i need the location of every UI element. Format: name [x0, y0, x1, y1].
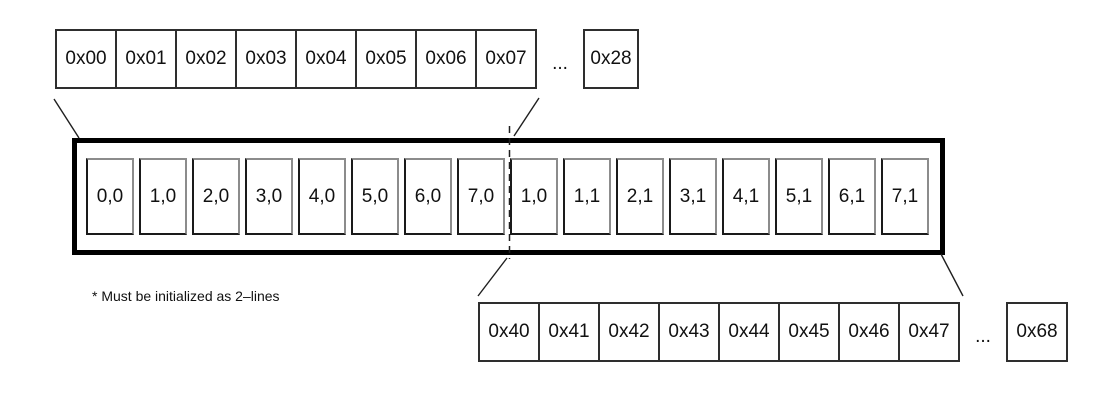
buffer-cell: 1,0 [510, 158, 558, 235]
address-cell: 0x05 [355, 29, 417, 89]
address-cell: 0x41 [538, 302, 600, 362]
buffer-cell: 1,0 [139, 158, 187, 235]
address-cell: 0x00 [55, 29, 117, 89]
buffer-cell: 5,0 [351, 158, 399, 235]
connector-bottom-right-line [940, 253, 964, 297]
address-cell: 0x03 [235, 29, 297, 89]
connector-bottom-left-line [477, 257, 508, 297]
connector-top-left-line [53, 98, 80, 139]
address-cell-last: 0x28 [583, 29, 639, 89]
address-cell: 0x06 [415, 29, 477, 89]
display-buffer-frame: 0,0 1,0 2,0 3,0 4,0 5,0 6,0 7,0 1,0 1,1 … [72, 138, 945, 255]
address-cell: 0x02 [175, 29, 237, 89]
address-cell: 0x07 [475, 29, 537, 89]
address-cell: 0x01 [115, 29, 177, 89]
ellipsis: ... [552, 53, 568, 74]
address-cell: 0x40 [478, 302, 540, 362]
buffer-cell: 0,0 [86, 158, 134, 235]
address-cell-last: 0x68 [1006, 302, 1068, 362]
address-cell: 0x43 [658, 302, 720, 362]
buffer-cell: 6,0 [404, 158, 452, 235]
buffer-cell: 4,1 [722, 158, 770, 235]
connector-top-right-line [513, 97, 540, 137]
address-cell: 0x47 [898, 302, 960, 362]
buffer-cell: 5,1 [775, 158, 823, 235]
address-cell: 0x45 [778, 302, 840, 362]
buffer-cell: 3,0 [245, 158, 293, 235]
footnote: * Must be initialized as 2–lines [92, 288, 280, 304]
buffer-cell: 7,1 [881, 158, 929, 235]
address-cell: 0x46 [838, 302, 900, 362]
buffer-cell: 7,0 [457, 158, 505, 235]
buffer-cell: 1,1 [563, 158, 611, 235]
buffer-cell: 6,1 [828, 158, 876, 235]
ellipsis: ... [975, 326, 991, 347]
buffer-cell: 2,1 [616, 158, 664, 235]
buffer-cell: 4,0 [298, 158, 346, 235]
address-cell: 0x04 [295, 29, 357, 89]
buffer-cell: 3,1 [669, 158, 717, 235]
buffer-cell: 2,0 [192, 158, 240, 235]
address-cell: 0x42 [598, 302, 660, 362]
address-row-bottom: 0x40 0x41 0x42 0x43 0x44 0x45 0x46 0x47 … [478, 302, 1068, 362]
address-row-top: 0x00 0x01 0x02 0x03 0x04 0x05 0x06 0x07 … [55, 29, 639, 89]
address-cell: 0x44 [718, 302, 780, 362]
